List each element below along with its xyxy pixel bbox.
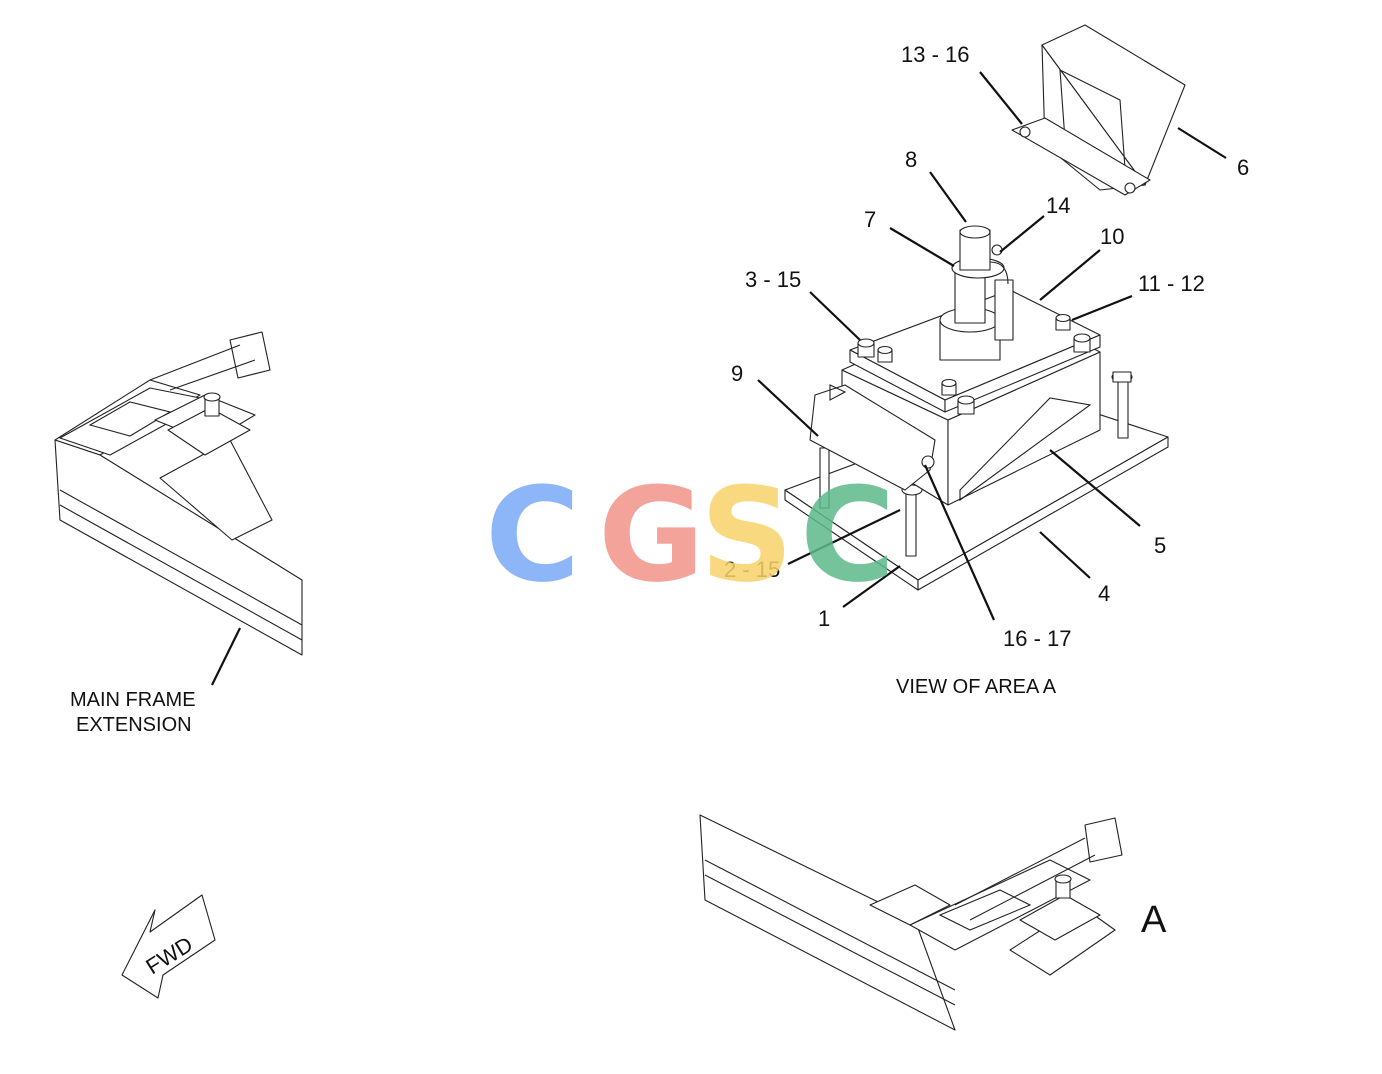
callout-4: 4 — [1098, 581, 1110, 606]
callout-8: 8 — [905, 147, 917, 172]
view-of-area-a: 13 - 16 6 8 14 7 10 3 - 15 11 - 12 9 5 2… — [724, 24, 1249, 698]
main-frame-label-line2: EXTENSION — [76, 714, 192, 736]
tube-assembly — [939, 225, 1014, 361]
area-a-marker: A — [1141, 899, 1167, 941]
top-bolts — [857, 313, 1132, 415]
watermark: C G S C — [485, 459, 895, 611]
leader-lines — [757, 71, 1227, 621]
callout-6: 6 — [1237, 155, 1249, 180]
cover — [1011, 24, 1186, 196]
callout-10: 10 — [1100, 224, 1124, 249]
callout-3-15: 3 - 15 — [745, 267, 801, 292]
view-of-area-caption: VIEW OF AREA A — [896, 676, 1057, 698]
callout-2-15: 2 - 15 — [724, 557, 780, 582]
callout-7: 7 — [864, 207, 876, 232]
callout-labels: 13 - 16 6 8 14 7 10 3 - 15 11 - 12 9 5 2… — [724, 42, 1249, 651]
callout-16-17: 16 - 17 — [1003, 626, 1072, 651]
watermark-letter-g: G — [598, 459, 705, 611]
callout-11-12: 11 - 12 — [1138, 271, 1205, 296]
fwd-arrow-icon: FWD — [121, 894, 216, 999]
bottom-overview: A — [699, 814, 1167, 1031]
callout-1: 1 — [818, 606, 830, 631]
callout-14: 14 — [1046, 193, 1070, 218]
bracket — [809, 384, 936, 491]
watermark-letter-c1: C — [485, 459, 580, 611]
watermark-letter-s: S — [700, 459, 794, 611]
callout-9: 9 — [731, 361, 743, 386]
main-frame-label-line1: MAIN FRAME — [70, 689, 196, 711]
callout-13-16: 13 - 16 — [901, 42, 970, 67]
watermark-letter-c2: C — [800, 459, 895, 611]
callout-5: 5 — [1154, 533, 1166, 558]
main-frame-overview: MAIN FRAME EXTENSION — [54, 331, 303, 736]
